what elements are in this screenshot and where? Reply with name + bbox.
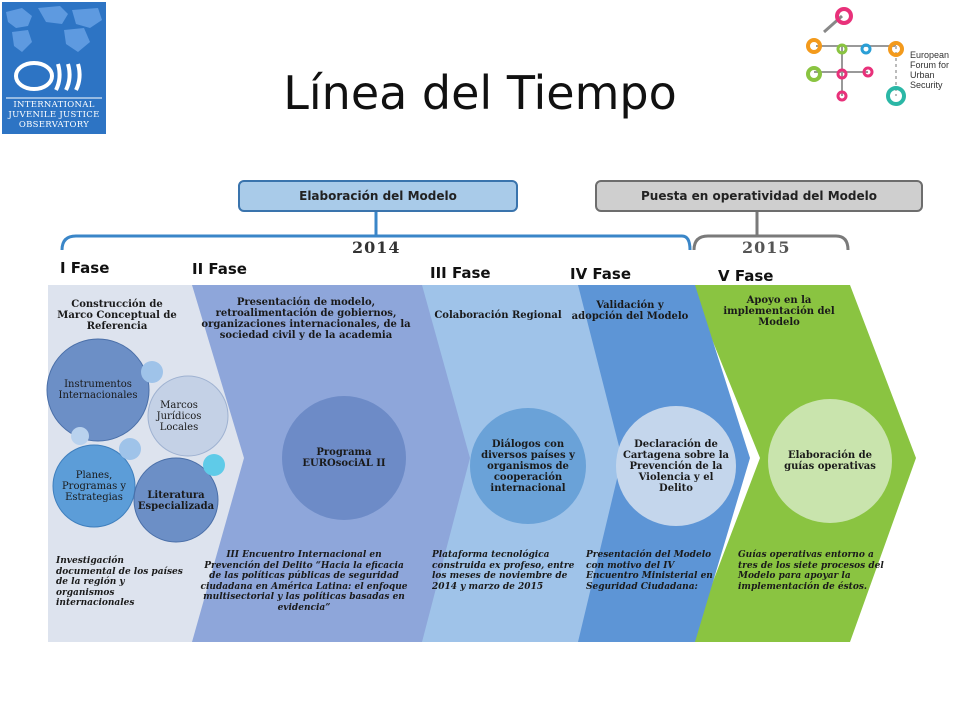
- phase-3-footer: Plataforma tecnológica construida ex pro…: [432, 550, 575, 592]
- efus-logo-line: Security: [910, 80, 943, 90]
- circle-phase-5: [768, 399, 892, 523]
- ojj-logo-line: JUVENILE JUSTICE: [8, 110, 100, 120]
- circle-phase-2-label: Programa EUROsociAL II: [302, 447, 386, 469]
- phase-1-title: Construcción de Marco Conceptual de Refe…: [57, 299, 177, 332]
- bubble-instrumentos-label: Instrumentos Internacionales: [58, 379, 138, 401]
- phase-4-title: Validación y adopción del Modelo: [571, 300, 689, 322]
- network-nodes-icon: [806, 7, 906, 106]
- bubble-literatura: [133, 457, 219, 543]
- phase-3-title: Colaboración Regional: [434, 310, 562, 321]
- page-title: Línea del Tiempo: [283, 66, 677, 120]
- bubble-instrumentos: [46, 338, 150, 442]
- phase-2-footer: III Encuentro Internacional en Prevenció…: [200, 550, 408, 613]
- circle-phase-3-label: Diálogos con diversos países y organismo…: [481, 438, 575, 494]
- efus-logo: European Forum for Urban Security: [796, 2, 956, 112]
- circle-phase-5-label: Elaboración de guías operativas: [784, 450, 876, 472]
- group-header-modelo: Elaboración del Modelo: [238, 180, 518, 212]
- phase-1-footer: Investigación documental de los países d…: [56, 556, 183, 608]
- bubble-planes-label: Planes, Programas y Estrategias: [61, 469, 127, 503]
- phase-2-title: Presentación de modelo, retroalimentació…: [201, 297, 411, 341]
- phase-4-label: IV Fase: [570, 265, 632, 283]
- phase-5-footer: Guías operativas entorno a tres de los s…: [738, 550, 884, 592]
- year-2014: 2014: [352, 238, 401, 257]
- ojj-logo-text: INTERNATIONAL JUVENILE JUSTICE OBSERVATO…: [2, 100, 106, 130]
- ojj-logo-line: INTERNATIONAL: [13, 100, 95, 110]
- phase-5-label: V Fase: [718, 267, 774, 285]
- year-2015: 2015: [742, 238, 791, 257]
- phase-1-label: I Fase: [60, 259, 110, 277]
- phase-4-footer: Presentación del Modelo con motivo del I…: [586, 550, 713, 592]
- bracket-2015: [692, 234, 850, 251]
- bubble-planes: [52, 444, 136, 528]
- circle-phase-3: [470, 408, 586, 524]
- bubble-deco: [119, 438, 141, 460]
- phase-3-label: III Fase: [430, 264, 491, 282]
- bubble-deco: [141, 361, 163, 383]
- bracket-2014: [60, 234, 692, 251]
- bubble-deco: [71, 427, 89, 445]
- efus-logo-text: European Forum for Urban Security: [910, 50, 949, 90]
- bubble-literatura-label: Literatura Especializada: [137, 490, 215, 512]
- efus-logo-line: Forum for: [910, 60, 950, 70]
- world-map-icon: [6, 6, 102, 99]
- bubble-deco: [203, 454, 225, 476]
- group-header-operatividad: Puesta en operatividad del Modelo: [595, 180, 923, 212]
- circle-phase-4-label: Declaración de Cartagena sobre la Preven…: [622, 438, 730, 494]
- efus-logo-line: Urban: [910, 70, 935, 80]
- bubble-marcos-label: Marcos Jurídicos Locales: [156, 399, 202, 433]
- efus-logo-line: European: [910, 50, 950, 60]
- ojj-logo: INTERNATIONAL JUVENILE JUSTICE OBSERVATO…: [2, 2, 106, 134]
- phase-5-title: Apoyo en la implementación del Modelo: [723, 295, 835, 328]
- bubble-marcos: [147, 375, 229, 457]
- circle-phase-2: [282, 396, 406, 520]
- phase-2-label: II Fase: [192, 260, 247, 278]
- ojj-logo-line: OBSERVATORY: [18, 120, 90, 130]
- circle-phase-4: [616, 406, 736, 526]
